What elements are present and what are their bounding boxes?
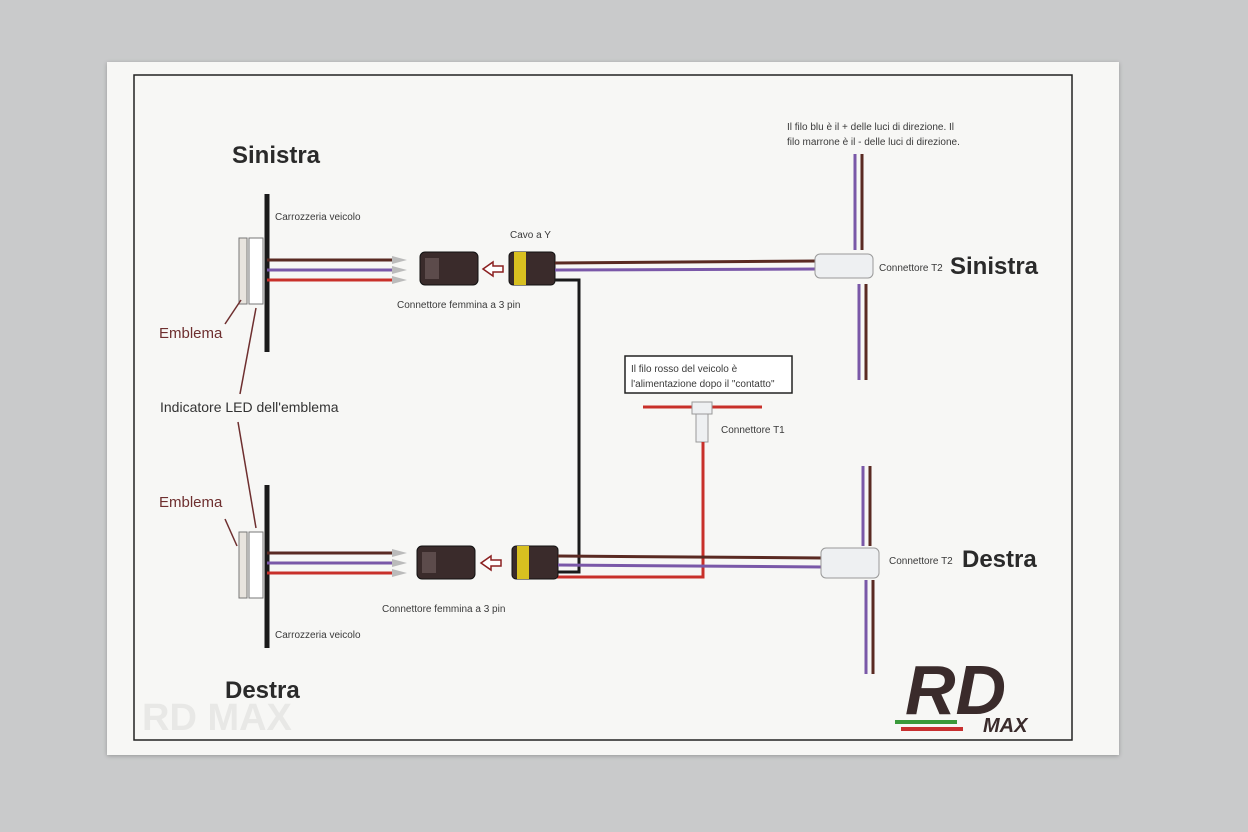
label-female-bottom: Connettore femmina a 3 pin	[382, 604, 505, 615]
leader-emblem-top	[224, 299, 242, 325]
emblem-led-bottom	[248, 531, 264, 599]
label-t2-bottom: Connettore T2	[889, 556, 953, 567]
label-t1: Connettore T1	[721, 425, 785, 436]
pin-top-3	[392, 276, 407, 284]
logo-text: RD	[905, 651, 1006, 729]
title-top-left: Sinistra	[232, 142, 321, 169]
pin-bottom-3	[392, 569, 407, 577]
brand-logo: RD MAX	[895, 651, 1029, 737]
emblem-bottom	[238, 531, 248, 599]
label-y-cable: Cavo a Y	[510, 230, 551, 241]
pin-bottom-1	[392, 549, 407, 557]
t1-connector-stem	[695, 413, 709, 443]
note-box-line2: l'alimentazione dopo il "contatto"	[631, 379, 775, 390]
wire-red-t1-feed	[547, 442, 705, 579]
watermark: RD MAX	[142, 697, 293, 739]
arrow-top	[481, 260, 504, 278]
note-box	[624, 355, 793, 394]
label-body-bottom: Carrozzeria veicolo	[275, 630, 361, 641]
note-top-line2: filo marrone è il - delle luci di direzi…	[787, 137, 960, 148]
wire-purple-top-right	[554, 267, 818, 272]
logo-subtext: MAX	[983, 715, 1029, 737]
pin-bottom-2	[392, 559, 407, 567]
instruction-sheet: RD MAX Sinistra Destra Sinistra Destra I…	[107, 62, 1119, 755]
female-connector-bottom-detail	[422, 552, 436, 573]
y-connector-top-seal	[514, 252, 526, 285]
wire-brown-bottom-right	[557, 554, 824, 560]
title-bottom-left: Destra	[225, 677, 300, 704]
pin-top-1	[392, 256, 407, 264]
title-top-right: Sinistra	[950, 253, 1039, 280]
leader-led-top	[239, 307, 257, 395]
label-t2-top: Connettore T2	[879, 263, 943, 274]
wire-brown-top-right	[554, 259, 818, 265]
sheet-border	[133, 74, 1073, 741]
t2-connector-top	[814, 253, 874, 279]
label-female-top: Connettore femmina a 3 pin	[397, 300, 520, 311]
t2-connector-bottom	[820, 547, 880, 579]
wire-purple-bottom-right	[557, 563, 824, 569]
label-led-indicator: Indicatore LED dell'emblema	[160, 399, 339, 415]
emblem-led-top	[248, 237, 264, 305]
label-emblem-bottom: Emblema	[159, 494, 223, 511]
y-connector-bottom-seal	[517, 546, 529, 579]
note-top-line1: Il filo blu è il + delle luci di direzio…	[787, 122, 954, 133]
t1-connector	[691, 401, 713, 415]
wiring-diagram: RD MAX Sinistra Destra Sinistra Destra I…	[133, 74, 1073, 741]
pin-top-2	[392, 266, 407, 274]
label-body-top: Carrozzeria veicolo	[275, 212, 361, 223]
wire-black-link	[547, 278, 581, 574]
note-box-line1: Il filo rosso del veicolo è	[631, 364, 738, 375]
title-bottom-right: Destra	[962, 546, 1037, 573]
arrow-bottom	[479, 554, 502, 572]
emblem-top	[238, 237, 248, 305]
leader-led-bottom	[237, 421, 257, 529]
female-connector-top-detail	[425, 258, 439, 279]
leader-emblem-bottom	[224, 518, 238, 547]
label-emblem-top: Emblema	[159, 325, 223, 342]
